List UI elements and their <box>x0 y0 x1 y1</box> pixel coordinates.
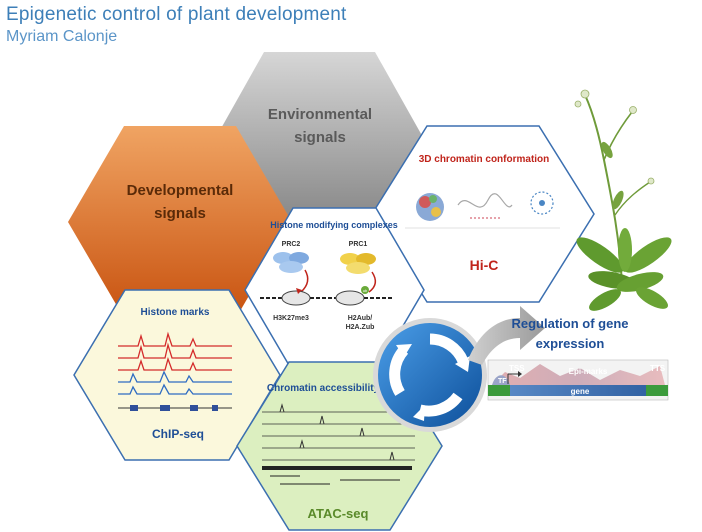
h2azub-label: H2A.Zub <box>346 324 375 331</box>
tf-label: TF <box>498 378 507 385</box>
tss-label: TSS <box>509 364 525 373</box>
chromatin-conformation-hexagon: 3D chromatin conformation Hi-C <box>371 125 595 303</box>
histone-complexes-hexagon: Histone modifying complexes PRC2 PRC1 ub… <box>244 207 425 373</box>
atac-seq-method-label: ATAC-seq <box>308 506 369 521</box>
h3k27me3-label: H3K27me3 <box>273 315 309 322</box>
prc2-label: PRC2 <box>282 241 301 248</box>
epi-marks-label: Epi-marks <box>569 367 608 376</box>
histone-complexes-title: Histone modifying complexes <box>270 220 398 230</box>
chip-seq-method-label: ChIP-seq <box>152 427 204 441</box>
page-title: Epigenetic control of plant development <box>6 4 347 25</box>
environmental-label: Environmental <box>268 106 372 123</box>
developmental-label: Developmental <box>127 182 234 199</box>
plant-illustration <box>574 89 672 311</box>
developmental-signals-hexagon: Developmental signals <box>68 126 292 318</box>
accessibility-title: Chromatin accessibility <box>267 383 380 394</box>
ub-tag-label: ub <box>363 288 368 293</box>
prc1-arrow <box>368 271 377 293</box>
gene-track <box>487 359 669 401</box>
prc1-complex <box>340 253 376 274</box>
prc2-complex <box>273 252 309 273</box>
hic-schematic <box>405 191 560 229</box>
chip-seq-tracks <box>118 331 232 411</box>
regulation-label-line2: expression <box>536 336 605 351</box>
gene-label: gene <box>571 387 590 396</box>
histone-marks-title: Histone marks <box>141 307 210 318</box>
tts-label: TTS <box>650 364 666 373</box>
histone-marks-hexagon: Histone marks ChIP-seq <box>73 289 281 461</box>
chromatin-conformation-title: 3D chromatin conformation <box>419 154 550 165</box>
prc1-label: PRC1 <box>349 241 368 248</box>
nucleosomes <box>260 286 392 306</box>
environmental-label-line2: signals <box>294 129 346 146</box>
developmental-label-line2: signals <box>154 205 206 222</box>
roundabout-sign-icon <box>373 318 487 432</box>
hic-method-label: Hi-C <box>470 257 499 273</box>
h2aub-label: H2Aub/ <box>348 315 373 322</box>
regulation-label: Regulation of gene <box>512 316 629 331</box>
regulation-arrow-icon <box>468 306 545 365</box>
prc2-arrow <box>300 269 309 293</box>
author-name: Myriam Calonje <box>6 28 118 45</box>
